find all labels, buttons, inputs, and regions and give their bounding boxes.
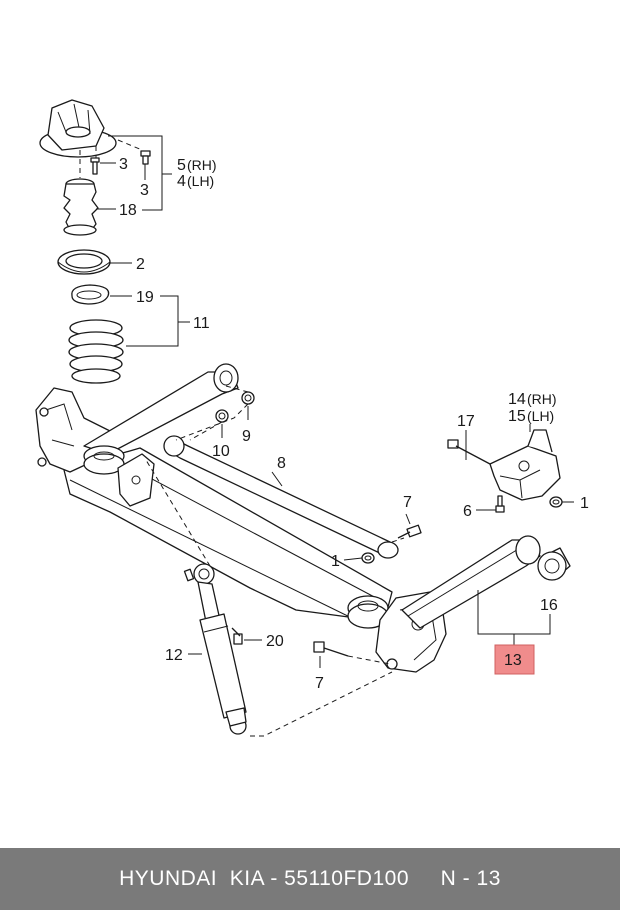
axle-beam-part — [35, 363, 447, 673]
callout-1-lower: 1 — [331, 553, 340, 570]
shock-absorber-part — [183, 563, 247, 735]
nut-1-bracket — [549, 496, 563, 508]
callout-3-lower: 3 — [140, 182, 149, 199]
callout-7-lower: 7 — [315, 675, 324, 692]
bolt-17 — [447, 439, 491, 465]
callout-11: 11 — [193, 315, 210, 332]
highlight-box-13 — [494, 644, 535, 675]
callout-6: 6 — [463, 503, 472, 520]
callout-15: 15 — [508, 408, 526, 425]
bolt-20 — [231, 627, 243, 645]
bracket-part — [489, 429, 561, 501]
callout-4: 4 — [177, 173, 186, 190]
nut-1-lower — [361, 552, 375, 564]
bolt-7-lower — [313, 641, 391, 665]
bolt-6 — [495, 495, 505, 513]
callout-20: 20 — [266, 633, 284, 650]
callout-14: 14 — [508, 391, 526, 408]
coil-spring-part — [68, 319, 124, 384]
callout-9: 9 — [242, 428, 251, 445]
bump-stopper-part — [63, 178, 99, 236]
callout-5-rh: (RH) — [187, 157, 217, 173]
bushing-part — [537, 547, 571, 581]
callout-14-rh: (RH) — [527, 391, 557, 407]
callout-15-lh: (LH) — [527, 408, 554, 424]
callout-10: 10 — [212, 443, 230, 460]
spring-pad-part — [71, 284, 110, 305]
nut-9 — [241, 391, 255, 405]
spring-upper-seat-part — [39, 99, 117, 158]
callout-19: 19 — [136, 289, 154, 306]
callout-18: 18 — [119, 202, 137, 219]
bolt-3-left — [90, 157, 100, 175]
callout-17: 17 — [457, 413, 475, 430]
callout-3-upper: 3 — [119, 156, 128, 173]
callout-2: 2 — [136, 256, 145, 273]
callout-1-bracket: 1 — [580, 495, 589, 512]
bolt-3-right — [140, 150, 151, 165]
nut-10 — [215, 409, 229, 423]
trailing-arm-part — [401, 535, 541, 629]
bolt-7-upper — [391, 524, 422, 543]
callout-13: 13 — [504, 652, 522, 669]
callout-8: 8 — [277, 455, 286, 472]
lateral-rod-part — [163, 435, 399, 559]
callout-12: 12 — [165, 647, 183, 664]
callout-5: 5 — [177, 157, 186, 174]
callout-7-upper: 7 — [403, 494, 412, 511]
callout-4-lh: (LH) — [187, 173, 214, 189]
rear-suspension-exploded-diagram: 3 3 5 (RH) 4 (LH) 18 2 19 11 10 9 8 7 1 … — [35, 99, 589, 737]
footer-part-number-text: HYUNDAI KIA - 55110FD100 N - 13 — [119, 867, 501, 890]
spring-seat-part — [57, 249, 111, 275]
callout-16: 16 — [540, 597, 558, 614]
part-number-footer: HYUNDAI KIA - 55110FD100 N - 13 — [0, 848, 620, 910]
